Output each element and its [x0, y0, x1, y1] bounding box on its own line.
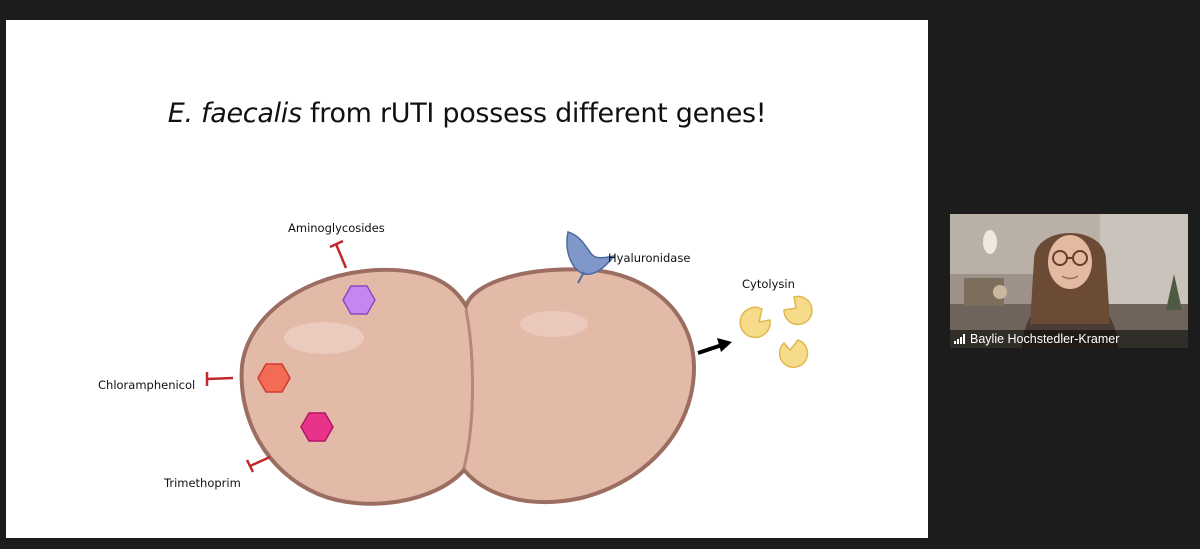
cytolysin-icon-3: [778, 339, 809, 369]
aminoglycoside-inhibitor-icon: [329, 239, 348, 269]
aminoglycoside-gene-hexagon: [342, 285, 376, 315]
trimethoprim-inhibitor-icon: [245, 455, 271, 473]
label-hyaluronidase: Hyaluronidase: [608, 251, 690, 265]
trimethoprim-gene-hexagon: [300, 412, 334, 442]
presentation-slide: E. faecalis from rUTI possess different …: [6, 20, 928, 538]
chloramphenicol-inhibitor-icon: [205, 372, 234, 386]
participant-video-tile[interactable]: Baylie Hochstedler-Kramer: [950, 214, 1188, 348]
label-cytolysin: Cytolysin: [742, 277, 795, 291]
label-aminoglycosides: Aminoglycosides: [288, 221, 385, 235]
participant-name: Baylie Hochstedler-Kramer: [970, 332, 1120, 346]
slide-title-text: from rUTI possess different genes!: [301, 98, 767, 129]
bacteria-diagram: Aminoglycosides Chloramphenicol Trimetho…: [98, 221, 813, 506]
secretion-arrow-icon: [697, 338, 732, 355]
hyaluronidase-stalk: [577, 271, 585, 284]
label-trimethoprim: Trimethoprim: [163, 476, 241, 490]
cytolysin-icon-2: [783, 295, 813, 326]
slide-title-organism: E. faecalis: [167, 98, 302, 129]
participant-name-bar: Baylie Hochstedler-Kramer: [950, 330, 1188, 348]
slide-title: E. faecalis from rUTI possess different …: [6, 98, 928, 129]
label-chloramphenicol: Chloramphenicol: [98, 378, 195, 392]
diplococcus-cell: [239, 267, 697, 506]
cell-highlight-right: [520, 311, 588, 337]
signal-strength-icon: [954, 334, 966, 344]
chloramphenicol-gene-hexagon: [257, 363, 291, 393]
participant-video-feed: [950, 214, 1188, 348]
cell-highlight-left: [284, 322, 364, 354]
hyaluronidase-icon: [566, 231, 616, 275]
cytolysin-icon-1: [739, 306, 771, 339]
cell-septum: [462, 309, 474, 469]
